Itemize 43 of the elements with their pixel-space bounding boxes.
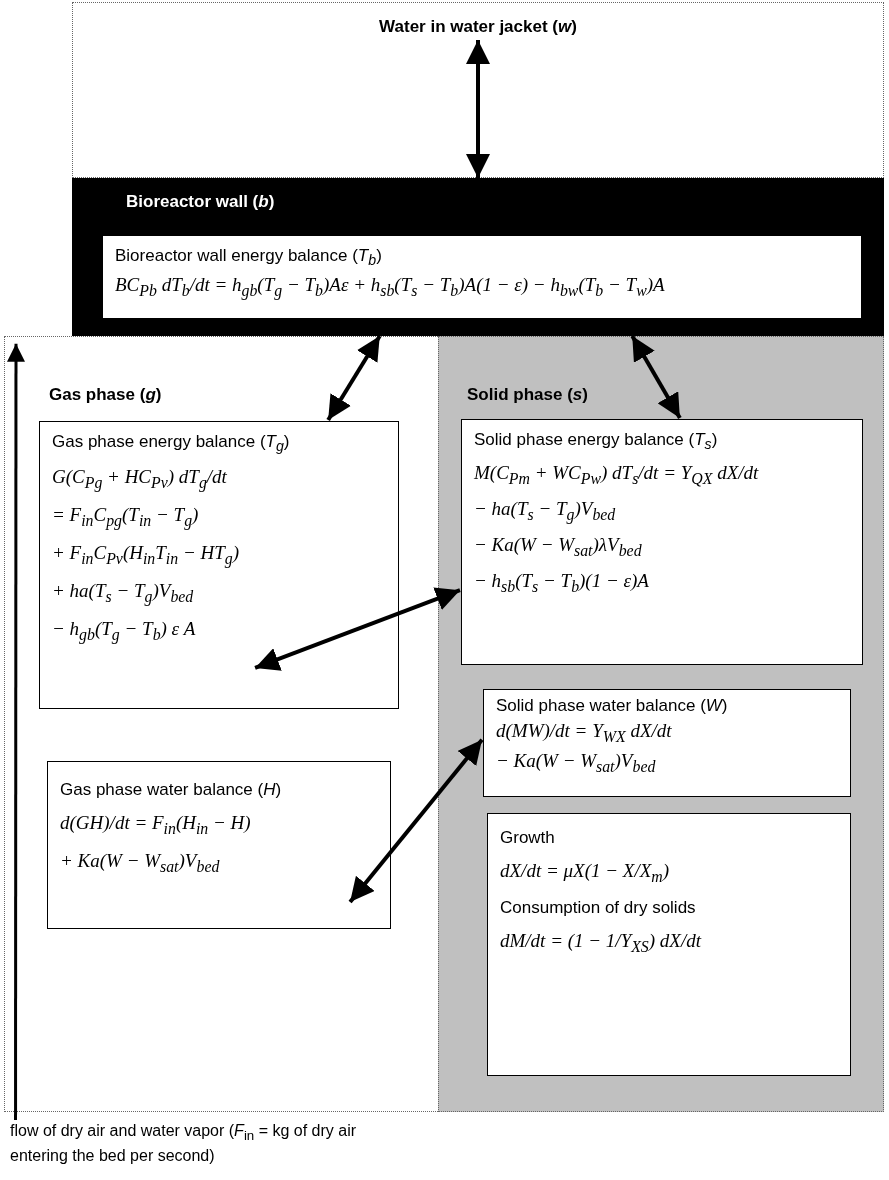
- equation: + F$_{in}$C$_{Pv}$(H$_{in}$T$_{in}$ − HT$_{g}$): [52, 542, 239, 568]
- region-title: Bioreactor wall (b): [126, 192, 275, 212]
- balance-heading: Consumption of dry solids: [500, 897, 696, 918]
- equation: − h$_{gb}$(T$_{g}$ − T$_{b}$) ε A: [52, 617, 196, 644]
- balance-heading: Growth: [500, 828, 555, 848]
- equation: + ha(T$_{s}$ − T$_{g}$)V$_{bed}$: [52, 579, 194, 606]
- balance-box: [461, 419, 863, 665]
- equation: d(GH)/dt = F$_{in}$(H$_{in}$ − H): [60, 812, 251, 838]
- wall-panel: [72, 178, 884, 336]
- arrow: [7, 343, 25, 1120]
- balance-box: [47, 761, 391, 929]
- balance-heading: Bioreactor wall energy balance (T$_{b}$): [115, 246, 382, 269]
- arrow: [348, 738, 484, 904]
- balance-heading: Solid phase water balance (W): [496, 696, 728, 716]
- balance-heading: Solid phase energy balance (T$_{s}$): [474, 430, 718, 453]
- balance-box: [487, 813, 851, 1076]
- balance-heading: Gas phase water balance (H): [60, 780, 282, 800]
- equation: dX/dt = μX(1 − X/X$_{m}$): [500, 860, 670, 886]
- balance-box: [102, 235, 862, 319]
- equation: − Ka(W − W$_{sat}$)λV$_{bed}$: [474, 534, 642, 560]
- balance-box: [39, 421, 399, 709]
- equation: d(MW)/dt = Y$_{WX}$ dX/dt: [496, 720, 672, 746]
- equation: dM/dt = (1 − 1/Y$_{XS}$) dX/dt: [500, 929, 702, 956]
- equation: − h$_{sb}$(T$_{s}$ − T$_{b}$)(1 − ε)A: [474, 569, 649, 596]
- equation: + Ka(W − W$_{sat}$)V$_{bed}$: [60, 849, 220, 876]
- equation: = F$_{in}$C$_{pg}$(T$_{in}$ − T$_{g}$): [52, 504, 199, 530]
- region-title: Gas phase (g): [49, 385, 162, 405]
- balance-box: [483, 689, 851, 797]
- equation: G(C$_{Pg}$ + HC$_{Pv}$) dT$_{g}$/dt: [52, 466, 227, 493]
- region-title: Water in water jacket (w): [379, 17, 577, 37]
- arrow: [466, 40, 490, 178]
- equation: M(C$_{Pm}$ + WC$_{Pw}$) dT$_{s}$/dt = Y$_{QX}$ dX/dt: [474, 462, 759, 489]
- arrow: [254, 587, 461, 671]
- equation: − ha(T$_{s}$ − T$_{g}$)V$_{bed}$: [474, 498, 616, 524]
- equation: BC$_{Pb}$ dT$_{b}$/dt = h$_{gb}$(T$_{g}$ − T$_{b}$)Aε + h$_{sb}$(T$_{s}$ − T$_{b}$)A(1 − ε) − h$_{bw}$(T$_{b}$ − T$_{w}$)A: [115, 274, 665, 301]
- solid-phase-region: [438, 336, 884, 1112]
- gas-phase-region: [4, 336, 440, 1112]
- equation: − Ka(W − W$_{sat}$)V$_{bed}$: [496, 749, 656, 776]
- flow-note: flow of dry air and water vapor (F$_{in}$ = kg of dry air entering the bed per second): [10, 1121, 358, 1167]
- region-title: Solid phase (s): [467, 385, 588, 405]
- arrow: [630, 335, 682, 419]
- balance-heading: Gas phase energy balance (T$_{g}$): [52, 432, 290, 455]
- arrow: [326, 334, 382, 422]
